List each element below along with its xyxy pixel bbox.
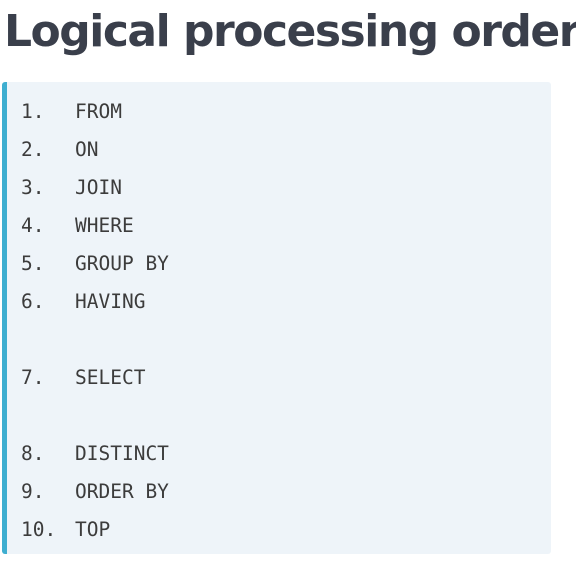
list-item: 2. ON [21,131,169,169]
list-item: 5. GROUP BY [21,245,169,283]
line-number: 5. [21,252,45,275]
list-item: 8. DISTINCT [21,435,169,473]
line-number: 2. [21,138,45,161]
list-item: 6. HAVING [21,283,169,359]
sql-keyword: HAVING [75,290,146,313]
sql-keyword: FROM [75,100,122,123]
list-item: 1. FROM [21,93,169,131]
processing-order-list: 1. FROM 2. ON 3. JOIN 4. WHERE 5. GROUP BY 6.… [21,93,169,549]
sql-keyword: SELECT [75,366,146,389]
list-item: 7. SELECT [21,359,169,435]
line-number: 1. [21,100,45,123]
line-number: 9. [21,480,45,503]
line-number: 7. [21,366,45,389]
line-number: 4. [21,214,45,237]
sql-keyword: ORDER BY [75,480,169,503]
page-title: Logical processing order [4,6,576,57]
line-number: 6. [21,290,45,313]
sql-keyword: JOIN [75,176,122,199]
sql-keyword: WHERE [75,214,134,237]
list-item: 3. JOIN [21,169,169,207]
line-number: 10. [21,518,57,541]
list-item: 4. WHERE [21,207,169,245]
line-number: 8. [21,442,45,465]
sql-keyword: DISTINCT [75,442,169,465]
list-item: 9. ORDER BY [21,473,169,511]
sql-keyword: ON [75,138,99,161]
sql-keyword: GROUP BY [75,252,169,275]
sql-keyword: TOP [75,518,111,541]
line-number: 3. [21,176,45,199]
code-block: 1. FROM 2. ON 3. JOIN 4. WHERE 5. GROUP BY 6.… [2,82,551,554]
list-item: 10. TOP [21,511,169,549]
